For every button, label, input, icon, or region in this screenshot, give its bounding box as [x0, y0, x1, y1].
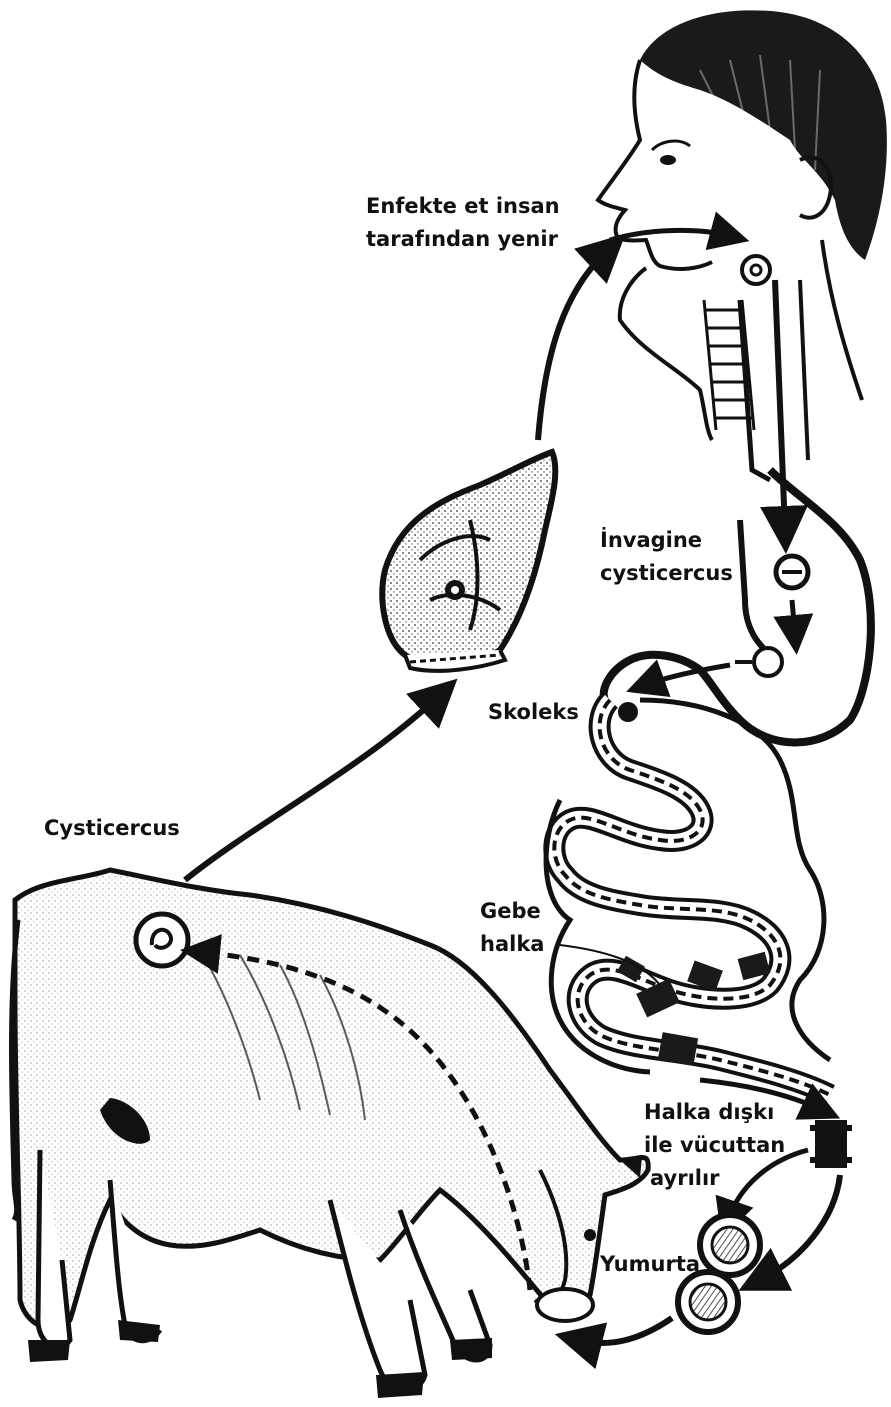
- arrow-meat-to-human: [538, 250, 608, 440]
- human-head-icon: [598, 10, 887, 440]
- cow-icon: [12, 870, 649, 1398]
- label-invaginated-line1: İnvagine: [600, 524, 733, 557]
- label-proglottid-line2: ile vücuttan: [644, 1129, 785, 1162]
- label-infected-meat: Enfekte et insan tarafından yenir: [366, 190, 560, 256]
- label-scolex: Skoleks: [488, 696, 579, 729]
- label-proglottid-shed: Halka dışkı ile vücuttan ayrılır: [644, 1096, 785, 1195]
- proglottid-icon: [810, 1120, 852, 1168]
- label-invaginated-line2: cysticercus: [600, 557, 733, 590]
- label-infected-meat-line1: Enfekte et insan: [366, 190, 560, 223]
- label-invaginated-cysticercus: İnvagine cysticercus: [600, 524, 733, 590]
- label-gravid-line1: Gebe: [480, 895, 544, 928]
- label-gravid-proglottid: Gebe halka: [480, 895, 544, 961]
- arrow-egg-to-cow: [578, 1318, 672, 1343]
- arrow-cow-to-meat: [185, 695, 440, 880]
- label-gravid-line2: halka: [480, 928, 544, 961]
- label-cysticercus: Cysticercus: [44, 812, 180, 845]
- beef-meat-icon: [382, 452, 555, 671]
- label-infected-meat-line2: tarafından yenir: [366, 223, 560, 256]
- label-proglottid-line3: ayrılır: [644, 1162, 785, 1195]
- label-egg: Yumurta: [600, 1248, 700, 1281]
- label-proglottid-line1: Halka dışkı: [644, 1096, 785, 1129]
